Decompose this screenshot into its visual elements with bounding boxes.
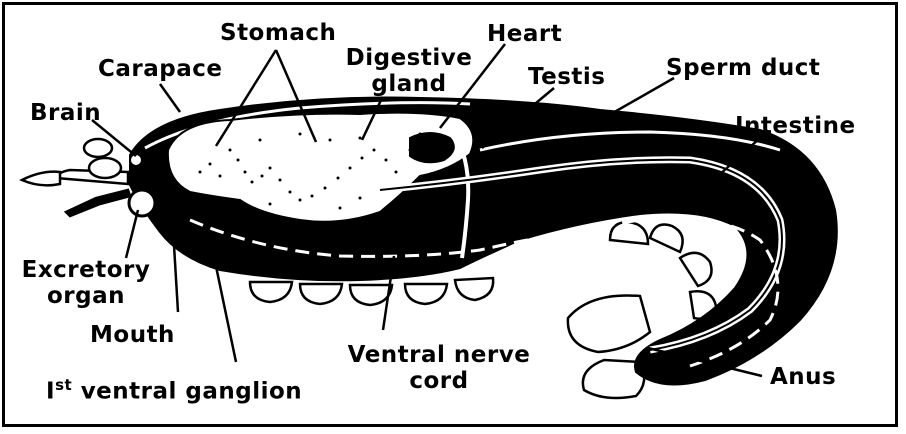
label-digestive-gland-line2: gland (344, 71, 474, 97)
label-digestive-gland-line1: Digestive (344, 45, 474, 71)
label-stomach: Stomach (220, 20, 336, 46)
label-first-ventral-ganglion-text: ventral ganglion (81, 379, 302, 405)
label-excretory-organ: Excretory organ (18, 257, 154, 309)
label-carapace: Carapace (98, 56, 222, 82)
label-ventral-nerve-cord-line2: cord (346, 368, 532, 394)
label-mouth: Mouth (90, 322, 175, 348)
label-sperm-duct: Sperm duct (666, 55, 820, 81)
label-excretory-organ-line2: organ (18, 283, 154, 309)
label-first-ventral-ganglion-sup: st (55, 376, 72, 394)
label-first-ventral-ganglion-prefix: I (46, 379, 55, 405)
label-ventral-nerve-cord: Ventral nerve cord (346, 342, 532, 394)
antennae (22, 139, 130, 216)
label-heart: Heart (487, 21, 562, 47)
heart-shape (410, 133, 454, 162)
label-ventral-nerve-cord-line1: Ventral nerve (346, 342, 532, 368)
label-first-ventral-ganglion: Ist ventral ganglion (46, 372, 302, 405)
label-brain: Brain (30, 100, 101, 126)
tail-fan (568, 295, 650, 398)
label-excretory-organ-line1: Excretory (18, 257, 154, 283)
label-intestine: Intestine (735, 113, 856, 139)
label-testis: Testis (528, 64, 606, 90)
label-anus: Anus (770, 364, 836, 390)
excretory-organ-shape (129, 190, 155, 216)
label-digestive-gland: Digestive gland (344, 45, 474, 97)
